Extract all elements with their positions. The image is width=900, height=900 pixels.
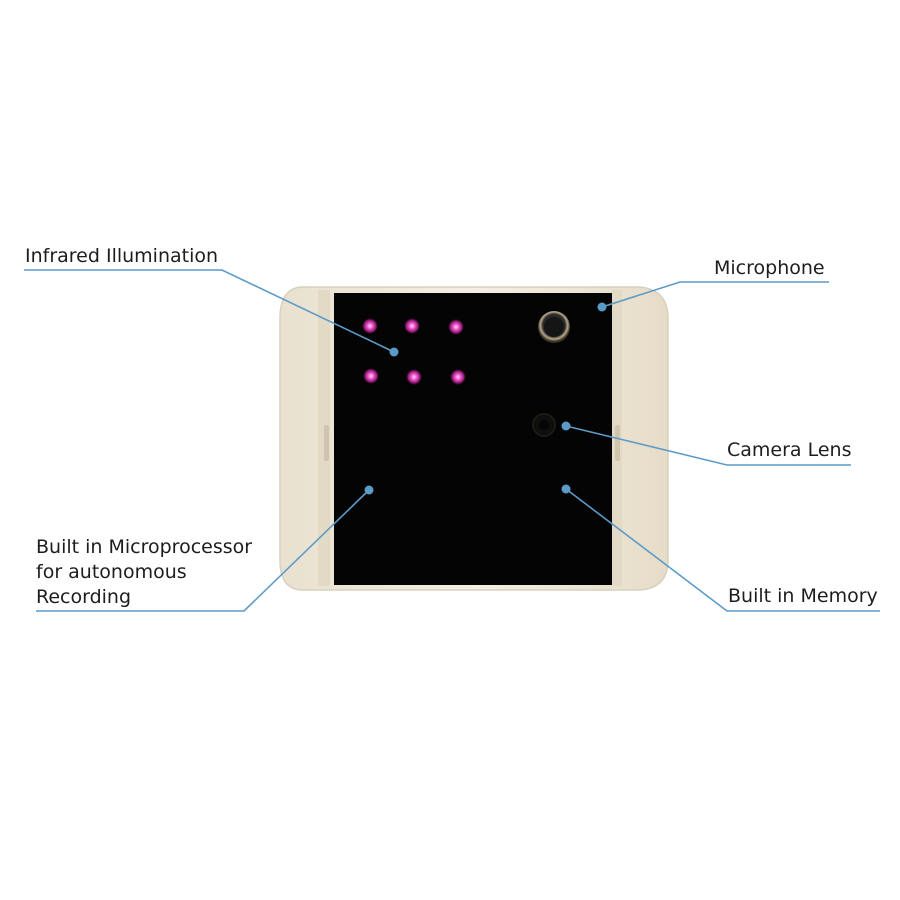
leader-dot-camera-lens bbox=[561, 421, 571, 431]
leader-dot-memory bbox=[561, 484, 571, 494]
label-microprocessor-line-1: Built in Microprocessor bbox=[36, 536, 253, 558]
label-microprocessor-line-2: for autonomous bbox=[36, 561, 187, 583]
leader-memory bbox=[565, 488, 880, 612]
ir-led bbox=[450, 369, 466, 385]
leader-lines bbox=[24, 269, 880, 612]
ir-led bbox=[406, 369, 422, 385]
ir-led bbox=[362, 318, 378, 334]
label-camera-lens: Camera Lens bbox=[727, 439, 852, 461]
leader-microprocessor bbox=[36, 489, 370, 612]
ir-led-array bbox=[362, 318, 466, 385]
device-face bbox=[334, 293, 612, 585]
leader-dot-infrared bbox=[389, 347, 399, 357]
label-microphone: Microphone bbox=[714, 257, 825, 279]
ir-led bbox=[363, 368, 379, 384]
leader-dot-microprocessor bbox=[364, 485, 374, 495]
ir-led bbox=[404, 318, 420, 334]
label-microprocessor-line-3: Recording bbox=[36, 586, 132, 608]
camera-lens-icon bbox=[532, 413, 556, 437]
leader-dots bbox=[364, 302, 607, 495]
microphone-icon bbox=[538, 311, 570, 343]
ir-led bbox=[448, 319, 464, 335]
housing-right-notch bbox=[615, 425, 620, 461]
leader-dot-microphone bbox=[597, 302, 607, 312]
leader-camera-lens bbox=[565, 425, 851, 466]
label-built-in-memory: Built in Memory bbox=[728, 585, 878, 607]
leader-infrared bbox=[24, 269, 395, 353]
label-microprocessor: Built in Microprocessor for autonomous R… bbox=[36, 535, 252, 610]
label-infrared-illumination: Infrared Illumination bbox=[25, 245, 219, 267]
leader-microphone bbox=[601, 281, 829, 308]
housing-left-notch bbox=[324, 425, 329, 461]
